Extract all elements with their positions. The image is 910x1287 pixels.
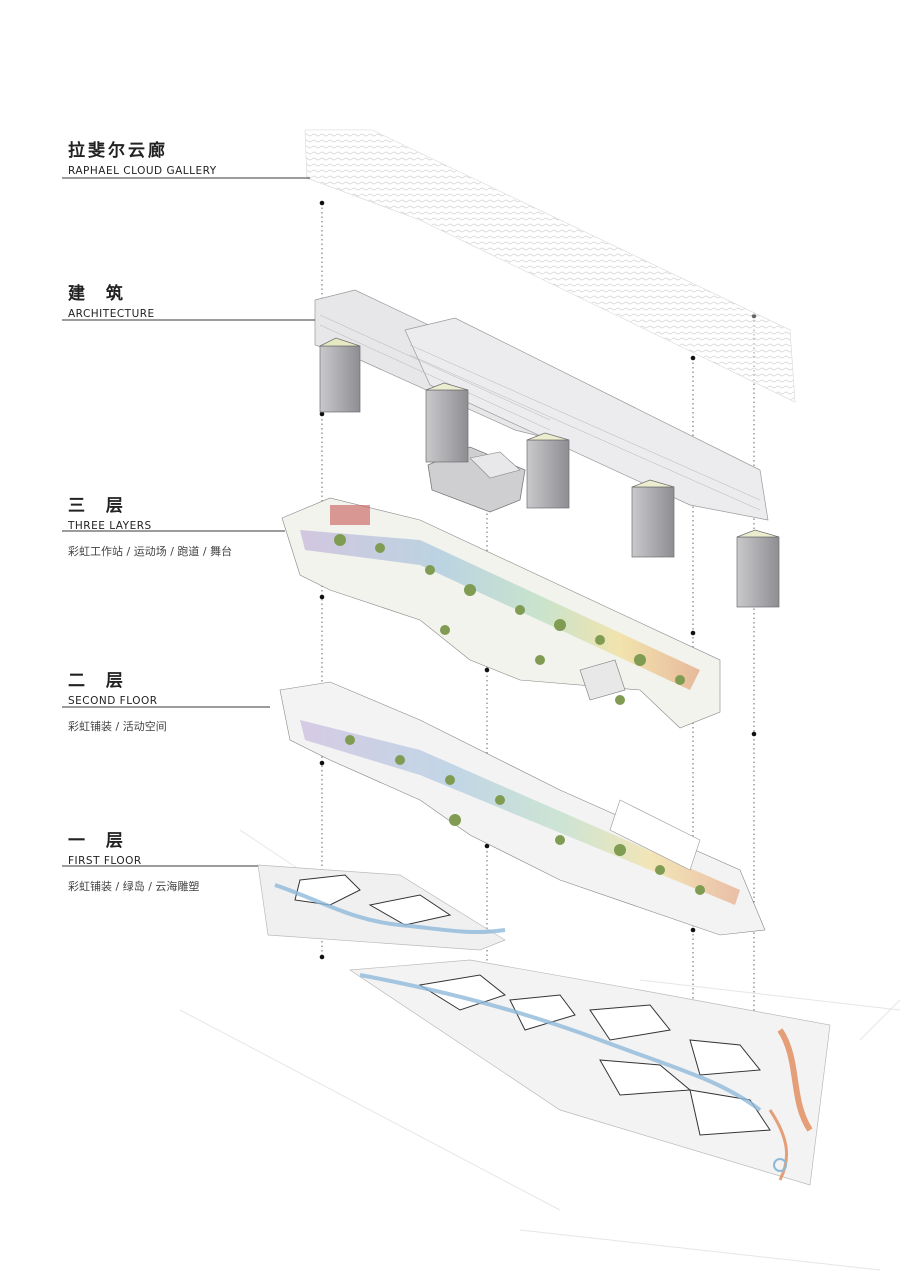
architecture-title-cn: 建 筑 xyxy=(68,284,126,304)
three-layers-title-en: THREE LAYERS xyxy=(68,520,152,532)
three-layers-desc: 彩虹工作站 / 运动场 / 跑道 / 舞台 xyxy=(68,545,233,558)
cloud-gallery-title-en: RAPHAEL CLOUD GALLERY xyxy=(68,165,217,177)
second-floor-title-en: SECOND FLOOR xyxy=(68,695,158,707)
leader-lines xyxy=(62,177,315,867)
first-floor-desc: 彩虹铺装 / 绿岛 / 云海雕塑 xyxy=(68,880,200,893)
first-floor-title-cn: 一 层 xyxy=(68,831,126,851)
three-layers-title-cn: 三 层 xyxy=(68,496,126,516)
third-floor-plan xyxy=(281,497,721,729)
cloud-gallery-title-cn: 拉斐尔云廊 xyxy=(68,141,168,161)
first-floor-title-en: FIRST FLOOR xyxy=(68,855,142,867)
second-floor-plan xyxy=(279,681,766,936)
label-cloud-gallery: 拉斐尔云廊 RAPHAEL CLOUD GALLERY xyxy=(68,141,217,178)
architecture-title-en: ARCHITECTURE xyxy=(68,308,155,320)
site-context-lines xyxy=(179,829,901,1271)
label-second-floor: 二 层 SECOND FLOOR 彩虹铺装 / 活动空间 xyxy=(68,671,167,734)
architecture-volumes xyxy=(314,289,780,608)
second-floor-title-cn: 二 层 xyxy=(68,671,126,691)
label-first-floor: 一 层 FIRST FLOOR 彩虹铺装 / 绿岛 / 云海雕塑 xyxy=(68,831,199,894)
second-floor-desc: 彩虹铺装 / 活动空间 xyxy=(68,720,167,733)
label-three-layers: 三 层 THREE LAYERS 彩虹工作站 / 运动场 / 跑道 / 舞台 xyxy=(68,496,232,559)
label-architecture: 建 筑 ARCHITECTURE xyxy=(68,284,155,321)
first-floor-plan xyxy=(257,864,831,1186)
